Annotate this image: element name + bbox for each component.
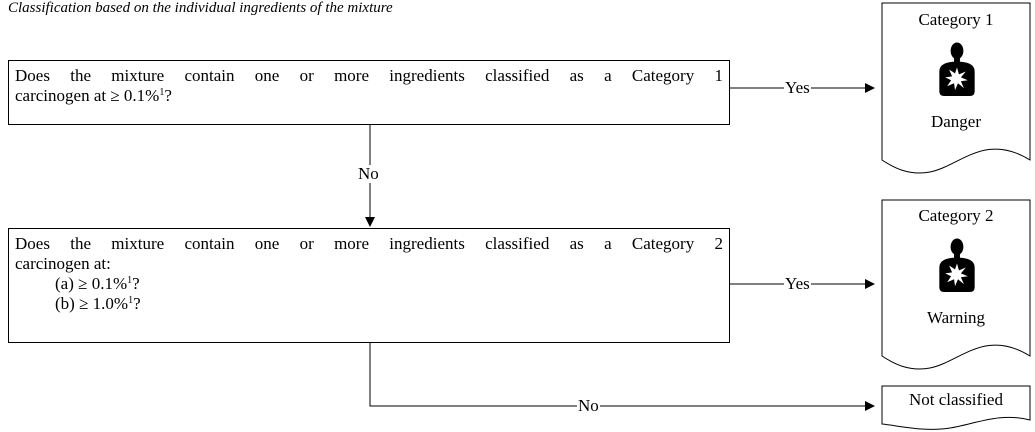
q2-word: classified xyxy=(485,234,550,253)
q2-word: ingredients xyxy=(389,234,465,253)
q1-word: 1 xyxy=(714,66,724,85)
question-mark: ? xyxy=(133,294,141,313)
q2-word: 2 xyxy=(714,234,724,253)
category-1-signal-word: Danger xyxy=(930,112,982,131)
question-mark: ? xyxy=(132,274,140,293)
q1-threshold-text: carcinogen at ≥ 0.1% xyxy=(15,86,160,105)
q1-word: as xyxy=(569,66,584,85)
edge-no-1-label: No xyxy=(357,164,380,183)
category-2-title: Category 2 xyxy=(918,206,994,225)
category-2-signal-word: Warning xyxy=(926,308,986,327)
q1-word: classified xyxy=(485,66,550,85)
q1-word: a xyxy=(604,66,612,85)
option-b-text: (b) ≥ 1.0% xyxy=(55,294,129,313)
diagram-caption: Classification based on the individual i… xyxy=(8,0,393,16)
q2-word: mixture xyxy=(111,234,165,253)
q2-word: more xyxy=(334,234,370,253)
footnote-marker: 1 xyxy=(127,275,133,286)
option-a-text: (a) ≥ 0.1% xyxy=(55,274,128,293)
q2-word: contain xyxy=(184,234,235,253)
question-1-line-2: carcinogen at ≥ 0.1%1? xyxy=(15,86,723,106)
edge-no-2-label: No xyxy=(577,396,600,415)
question-2-option-a: (a) ≥ 0.1%1? xyxy=(15,274,723,294)
edge-yes-2-label: Yes xyxy=(784,274,811,293)
question-2-line-1: Does the mixture contain one or more ing… xyxy=(15,234,723,254)
category-1-title: Category 1 xyxy=(918,10,994,29)
q1-word: Category xyxy=(631,66,695,85)
q1-word: Does xyxy=(15,66,50,85)
q2-word: Category xyxy=(631,234,695,253)
q1-word: the xyxy=(70,66,92,85)
q2-word: one xyxy=(254,234,280,253)
q2-word: or xyxy=(299,234,314,253)
not-classified-box xyxy=(881,385,1031,430)
question-2-option-b: (b) ≥ 1.0%1? xyxy=(15,294,723,314)
question-1-box: Does the mixture contain one or more ing… xyxy=(8,60,730,125)
q1-word: mixture xyxy=(111,66,165,85)
q1-word: contain xyxy=(184,66,235,85)
question-2-box: Does the mixture contain one or more ing… xyxy=(8,228,730,343)
question-1-line-1: Does the mixture contain one or more ing… xyxy=(15,66,723,86)
question-2-line-2: carcinogen at: xyxy=(15,254,111,273)
not-classified-label: Not classified xyxy=(909,390,1003,409)
q2-word: a xyxy=(604,234,612,253)
edge-no-2-line xyxy=(369,343,875,411)
edge-yes-1-label: Yes xyxy=(784,78,811,97)
q1-word: more xyxy=(334,66,370,85)
q2-word: Does xyxy=(15,234,50,253)
q1-word: or xyxy=(299,66,314,85)
q1-word: one xyxy=(254,66,280,85)
footnote-marker: 1 xyxy=(128,295,134,306)
question-mark: ? xyxy=(164,86,172,105)
q2-word: the xyxy=(70,234,92,253)
q1-word: ingredients xyxy=(389,66,465,85)
q2-word: as xyxy=(569,234,584,253)
footnote-marker: 1 xyxy=(159,87,165,98)
